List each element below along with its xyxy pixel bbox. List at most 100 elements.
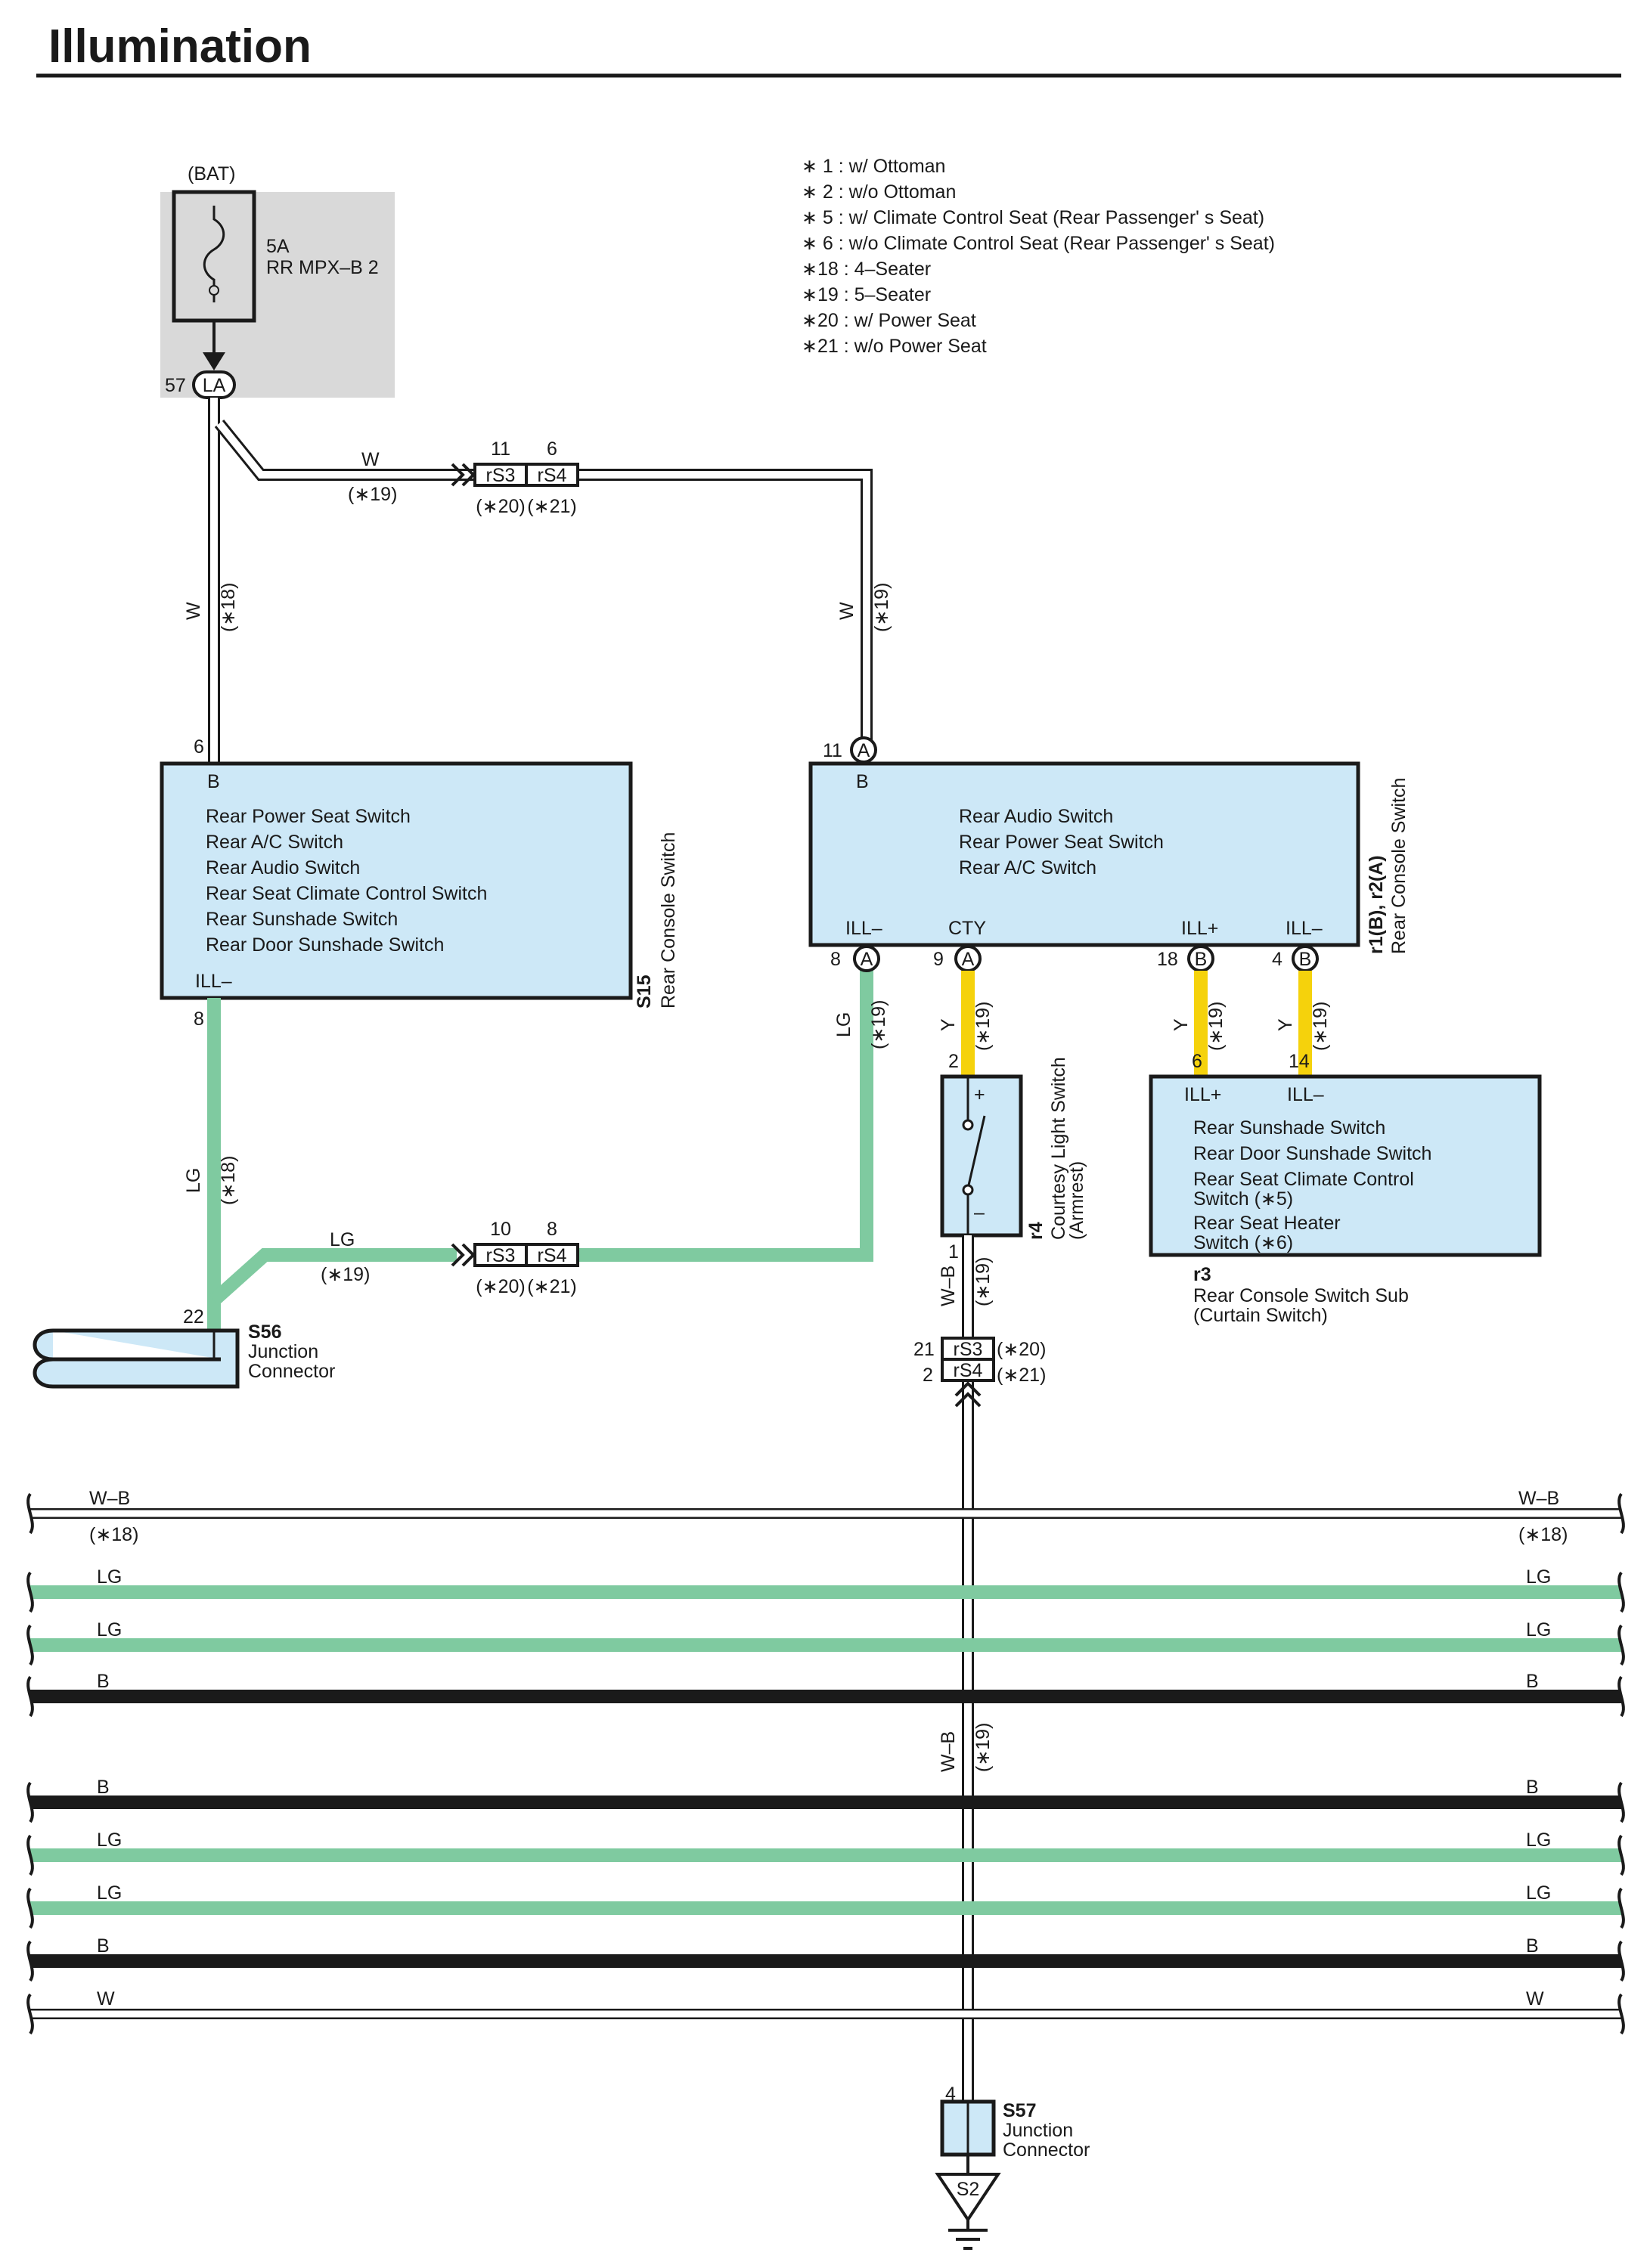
bus-label-left: LG (97, 1882, 122, 1904)
r3-box (1149, 1074, 1542, 1257)
s57-pin: 4 (945, 2084, 956, 2105)
bus-note-left: (∗18) (89, 1524, 138, 1545)
r3-name: Rear Console Switch Sub (1193, 1285, 1409, 1306)
note-1: ∗ 1 : w/ Ottoman (802, 156, 945, 177)
r4-courtesy-light-switch: 2 + – 1 r4 Courtesy Light Switch (Armres… (940, 1051, 1087, 1263)
note-19: ∗19 : 5–Seater (802, 284, 931, 305)
s15-item-3: Rear Audio Switch (206, 857, 360, 878)
wire-lg-right-label: LG (833, 1012, 854, 1037)
junction-top-c2: rS4 (538, 465, 567, 486)
wire-y-cty-note19: (∗19) (972, 1002, 994, 1051)
bus-label-right: LG (1526, 1619, 1551, 1641)
r3-id: r3 (1193, 1264, 1211, 1285)
wire-break-icon (26, 1624, 34, 1666)
r3-pin2: 14 (1289, 1051, 1310, 1072)
r3-item-4: Switch (∗5) (1193, 1188, 1293, 1210)
s15-pin-b: 6 (194, 736, 204, 758)
r3-item-1: Rear Sunshade Switch (1193, 1117, 1385, 1139)
r1-id: r1(B), r2(A) (1366, 855, 1387, 954)
s56-junction-connector: 22 S56 Junction Connector (33, 1306, 335, 1389)
ground-s2: S2 (935, 2155, 1001, 2250)
r1-item-2: Rear Power Seat Switch (959, 832, 1164, 853)
r1-pin-18: 18 (1157, 949, 1178, 970)
wire-lg-left-label: LG (183, 1168, 204, 1193)
wire-break-icon (26, 1887, 34, 1929)
r1-pin-4-conn: B (1299, 949, 1312, 970)
bus-label-left: W (97, 1988, 115, 2009)
r4-plus: + (974, 1084, 985, 1105)
bus-label-right: W (1526, 1988, 1544, 2009)
bus-label-left: LG (97, 1830, 122, 1851)
r3-item-6: Switch (∗6) (1193, 1232, 1293, 1253)
bus-label-right: B (1526, 1777, 1539, 1798)
wire-break-icon (26, 1993, 34, 2035)
r1-pin-9-conn: A (962, 949, 975, 970)
junction-mid-pin2: 8 (547, 1219, 557, 1240)
wire-lg-right-note19: (∗19) (868, 1000, 889, 1049)
wire-break-icon (1617, 1781, 1625, 1823)
note-5: ∗ 5 : w/ Climate Control Seat (Rear Pass… (802, 207, 1264, 228)
s57-junction-connector: 4 S57 Junction Connector (940, 2084, 1090, 2161)
wire-lg-left-note18: (∗18) (218, 1156, 239, 1205)
wire-w-right-note19: (∗19) (871, 583, 892, 632)
r3-item-3: Rear Seat Climate Control (1193, 1169, 1414, 1190)
wire-w-set (208, 398, 873, 764)
wire-break-icon (1617, 1993, 1625, 2035)
wire-y-illplus-label: Y (1171, 1018, 1192, 1031)
bus-label-left: B (97, 1935, 110, 1957)
r4-minus: – (974, 1202, 985, 1223)
wire-break-icon (26, 1492, 34, 1535)
r1-conn-a-b (850, 736, 877, 764)
wire-wb-upper-note19: (∗19) (972, 1257, 994, 1306)
chevron-up-icon (954, 1381, 982, 1408)
s15-item-5: Rear Sunshade Switch (206, 909, 398, 930)
wire-wb-lower-note19: (∗19) (972, 1723, 994, 1772)
junction-top-pin1: 11 (491, 438, 510, 460)
note-20: ∗20 : w/ Power Seat (802, 310, 976, 331)
bus-label-left: LG (97, 1619, 122, 1641)
s56-pin: 22 (183, 1306, 204, 1328)
wire-lg-mid-note19: (∗19) (321, 1264, 370, 1285)
r1-pin-9: 9 (933, 949, 944, 970)
s15-name: Rear Console Switch (658, 832, 679, 1009)
r1-term-ill-a: ILL– (845, 918, 882, 939)
note-6: ∗ 6 : w/o Climate Control Seat (Rear Pas… (802, 233, 1275, 254)
r4-name: Courtesy Light Switch (1048, 1057, 1069, 1240)
r1-conn-a-label: A (858, 740, 870, 761)
s56-line2: Connector (248, 1361, 335, 1382)
r1-pin-8-conn: A (861, 949, 873, 970)
junction-low: rS3 rS4 21 2 (∗20) (∗21) (913, 1337, 1046, 1408)
r3-item-2: Rear Door Sunshade Switch (1193, 1143, 1431, 1164)
bus-label-left: LG (97, 1566, 122, 1588)
junction-top-note20: (∗20) (476, 496, 525, 517)
r1-term-b: B (856, 771, 869, 792)
r3-sub: (Curtain Switch) (1193, 1305, 1328, 1326)
bus-label-left: B (97, 1777, 110, 1798)
s15-rear-console-switch: 6 B Rear Power Seat Switch Rear A/C Swit… (160, 736, 679, 1030)
s56-line1: Junction (248, 1341, 318, 1362)
wire-w-left-label: W (183, 602, 204, 620)
r1-pin-8: 8 (830, 949, 841, 970)
s15-item-4: Rear Seat Climate Control Switch (206, 883, 487, 904)
fuse-name: RR MPX–B 2 (266, 257, 379, 278)
junction-top-pin2: 6 (547, 438, 557, 460)
r1-item-3: Rear A/C Switch (959, 857, 1096, 878)
r1-name: Rear Console Switch (1388, 778, 1410, 954)
wire-break-icon (1617, 1624, 1625, 1666)
junction-low-pin1: 21 (913, 1339, 935, 1360)
s15-item-2: Rear A/C Switch (206, 832, 343, 853)
connector-la-label: LA (203, 375, 226, 396)
wire-break-icon (1617, 1571, 1625, 1613)
r1-r2-rear-console-switch: A 11 B Rear Audio Switch Rear Power Seat… (808, 736, 1410, 954)
r1-box (808, 761, 1360, 947)
wire-y-illminus-note19: (∗19) (1310, 1002, 1331, 1051)
s56-id: S56 (248, 1321, 281, 1343)
r3-rear-console-switch-sub: 6 14 ILL+ ILL– Rear Sunshade Switch Rear… (1149, 1051, 1542, 1326)
s15-id: S15 (634, 974, 655, 1009)
wire-y-illplus-note19: (∗19) (1205, 1002, 1227, 1051)
